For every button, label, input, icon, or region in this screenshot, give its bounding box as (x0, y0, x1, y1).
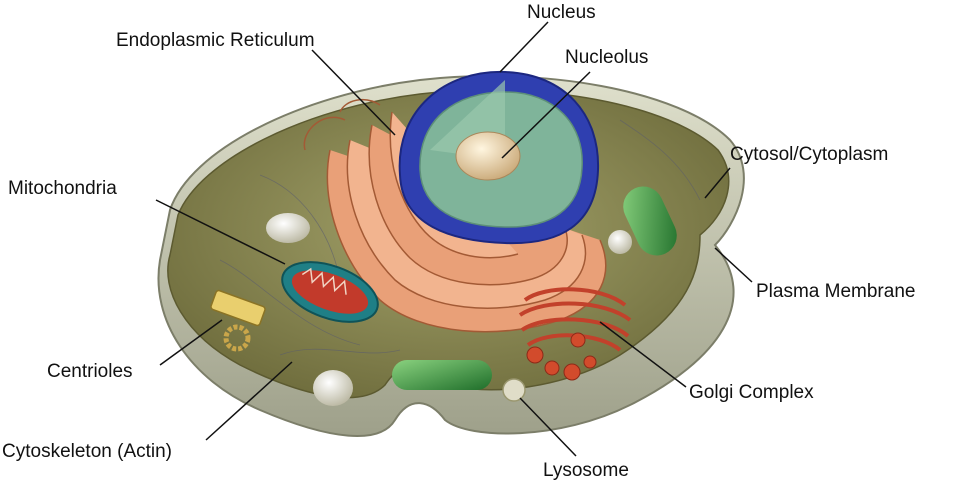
label-centrioles: Centrioles (47, 361, 133, 382)
label-cytoskeleton: Cytoskeleton (Actin) (2, 441, 173, 462)
golgi-vesicles (526, 332, 597, 381)
label-mitochondria: Mitochondria (8, 178, 117, 199)
label-endoplasmic-reticulum: Endoplasmic Reticulum (116, 30, 315, 51)
cytoskeleton-fibers (219, 119, 701, 356)
label-lysosome: Lysosome (543, 460, 629, 481)
green-vesicle-bottom (392, 360, 492, 390)
white-vesicle-2 (313, 370, 353, 406)
mitochondrion-shape (281, 261, 379, 323)
centrioles-shape (210, 289, 266, 352)
white-vesicle-1 (266, 213, 310, 243)
label-cytosol: Cytosol/Cytoplasm (730, 144, 889, 165)
white-vesicle-3 (608, 230, 632, 254)
lysosome-shape (502, 378, 526, 402)
leader-lines (155, 21, 753, 457)
nucleolus-shape (455, 131, 521, 181)
label-plasma-membrane: Plasma Membrane (756, 281, 916, 302)
green-vesicle-right (623, 186, 677, 256)
label-nucleolus: Nucleolus (565, 47, 649, 68)
label-nucleus: Nucleus (527, 2, 596, 23)
label-golgi: Golgi Complex (689, 382, 814, 403)
